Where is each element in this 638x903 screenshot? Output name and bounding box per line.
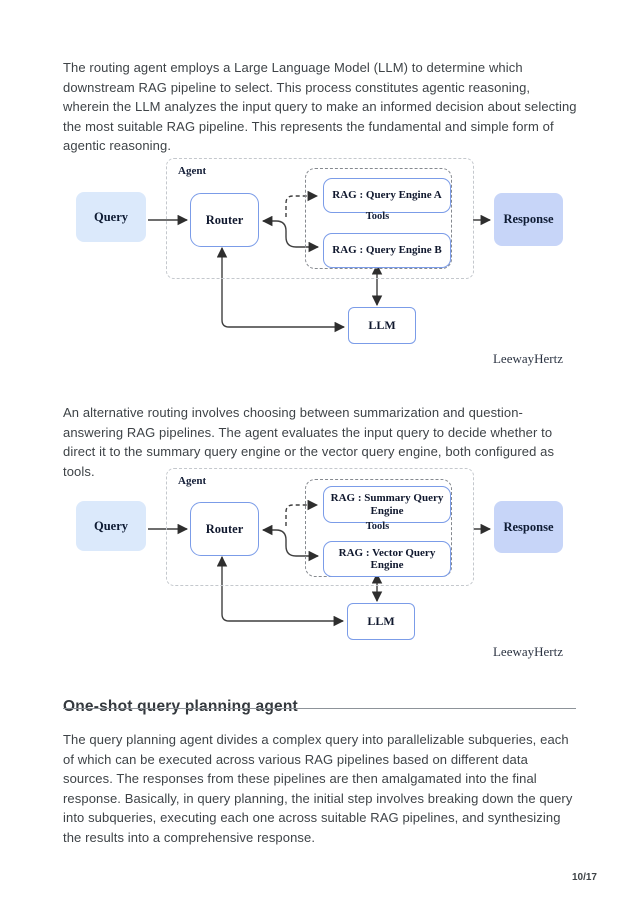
routing-diagram-query-engines: Agent Query Router RAG : Query Engine A … bbox=[0, 155, 638, 380]
query-box: Query bbox=[76, 192, 146, 242]
body-paragraph-routing-agent: The routing agent employs a Large Langua… bbox=[63, 60, 577, 153]
query-box: Query bbox=[76, 501, 146, 551]
section-heading-one-shot: One-shot query planning agent bbox=[63, 697, 298, 715]
router-box: Router bbox=[190, 193, 259, 247]
tools-label: Tools bbox=[365, 211, 390, 222]
leewayhertz-watermark: LeewayHertz bbox=[492, 351, 563, 366]
agent-container bbox=[166, 158, 474, 279]
arrow-router-ragVector bbox=[261, 524, 320, 562]
agent-label: Agent bbox=[178, 475, 207, 487]
arrow-router-llm bbox=[216, 555, 345, 627]
diagram-connectors bbox=[148, 190, 492, 333]
diagram-connectors bbox=[148, 499, 492, 627]
rag-vector-engine-box: RAG : Vector Query Engine bbox=[323, 541, 451, 577]
routing-diagram-summary-vector: Agent Query Router RAG : Summary Query E… bbox=[0, 465, 638, 675]
heading-divider bbox=[63, 708, 576, 709]
router-box: Router bbox=[190, 502, 259, 556]
agent-container bbox=[166, 468, 474, 586]
rag-query-engine-b-box: RAG : Query Engine B bbox=[323, 233, 451, 268]
rag-query-engine-a-box: RAG : Query Engine A bbox=[323, 178, 451, 213]
tools-container bbox=[305, 168, 452, 269]
page-number: 10/17 bbox=[571, 872, 597, 883]
llm-box: LLM bbox=[348, 307, 416, 344]
arrow-dashed-to-ragSummary bbox=[285, 499, 319, 526]
arrow-router-llm bbox=[216, 246, 346, 333]
body-paragraph-alternative-routing: An alternative routing involves choosing… bbox=[63, 405, 555, 479]
response-box: Response bbox=[494, 501, 563, 553]
leewayhertz-watermark: LeewayHertz bbox=[492, 644, 563, 659]
llm-box: LLM bbox=[347, 603, 415, 640]
response-box: Response bbox=[494, 193, 563, 246]
rag-summary-engine-box: RAG : Summary Query Engine bbox=[323, 486, 451, 523]
tools-label: Tools bbox=[365, 521, 390, 532]
body-paragraph-query-planning: The query planning agent divides a compl… bbox=[63, 732, 573, 845]
arrow-dashed-to-ragA bbox=[285, 190, 319, 217]
agent-label: Agent bbox=[178, 165, 207, 177]
arrow-router-ragB bbox=[261, 215, 320, 253]
